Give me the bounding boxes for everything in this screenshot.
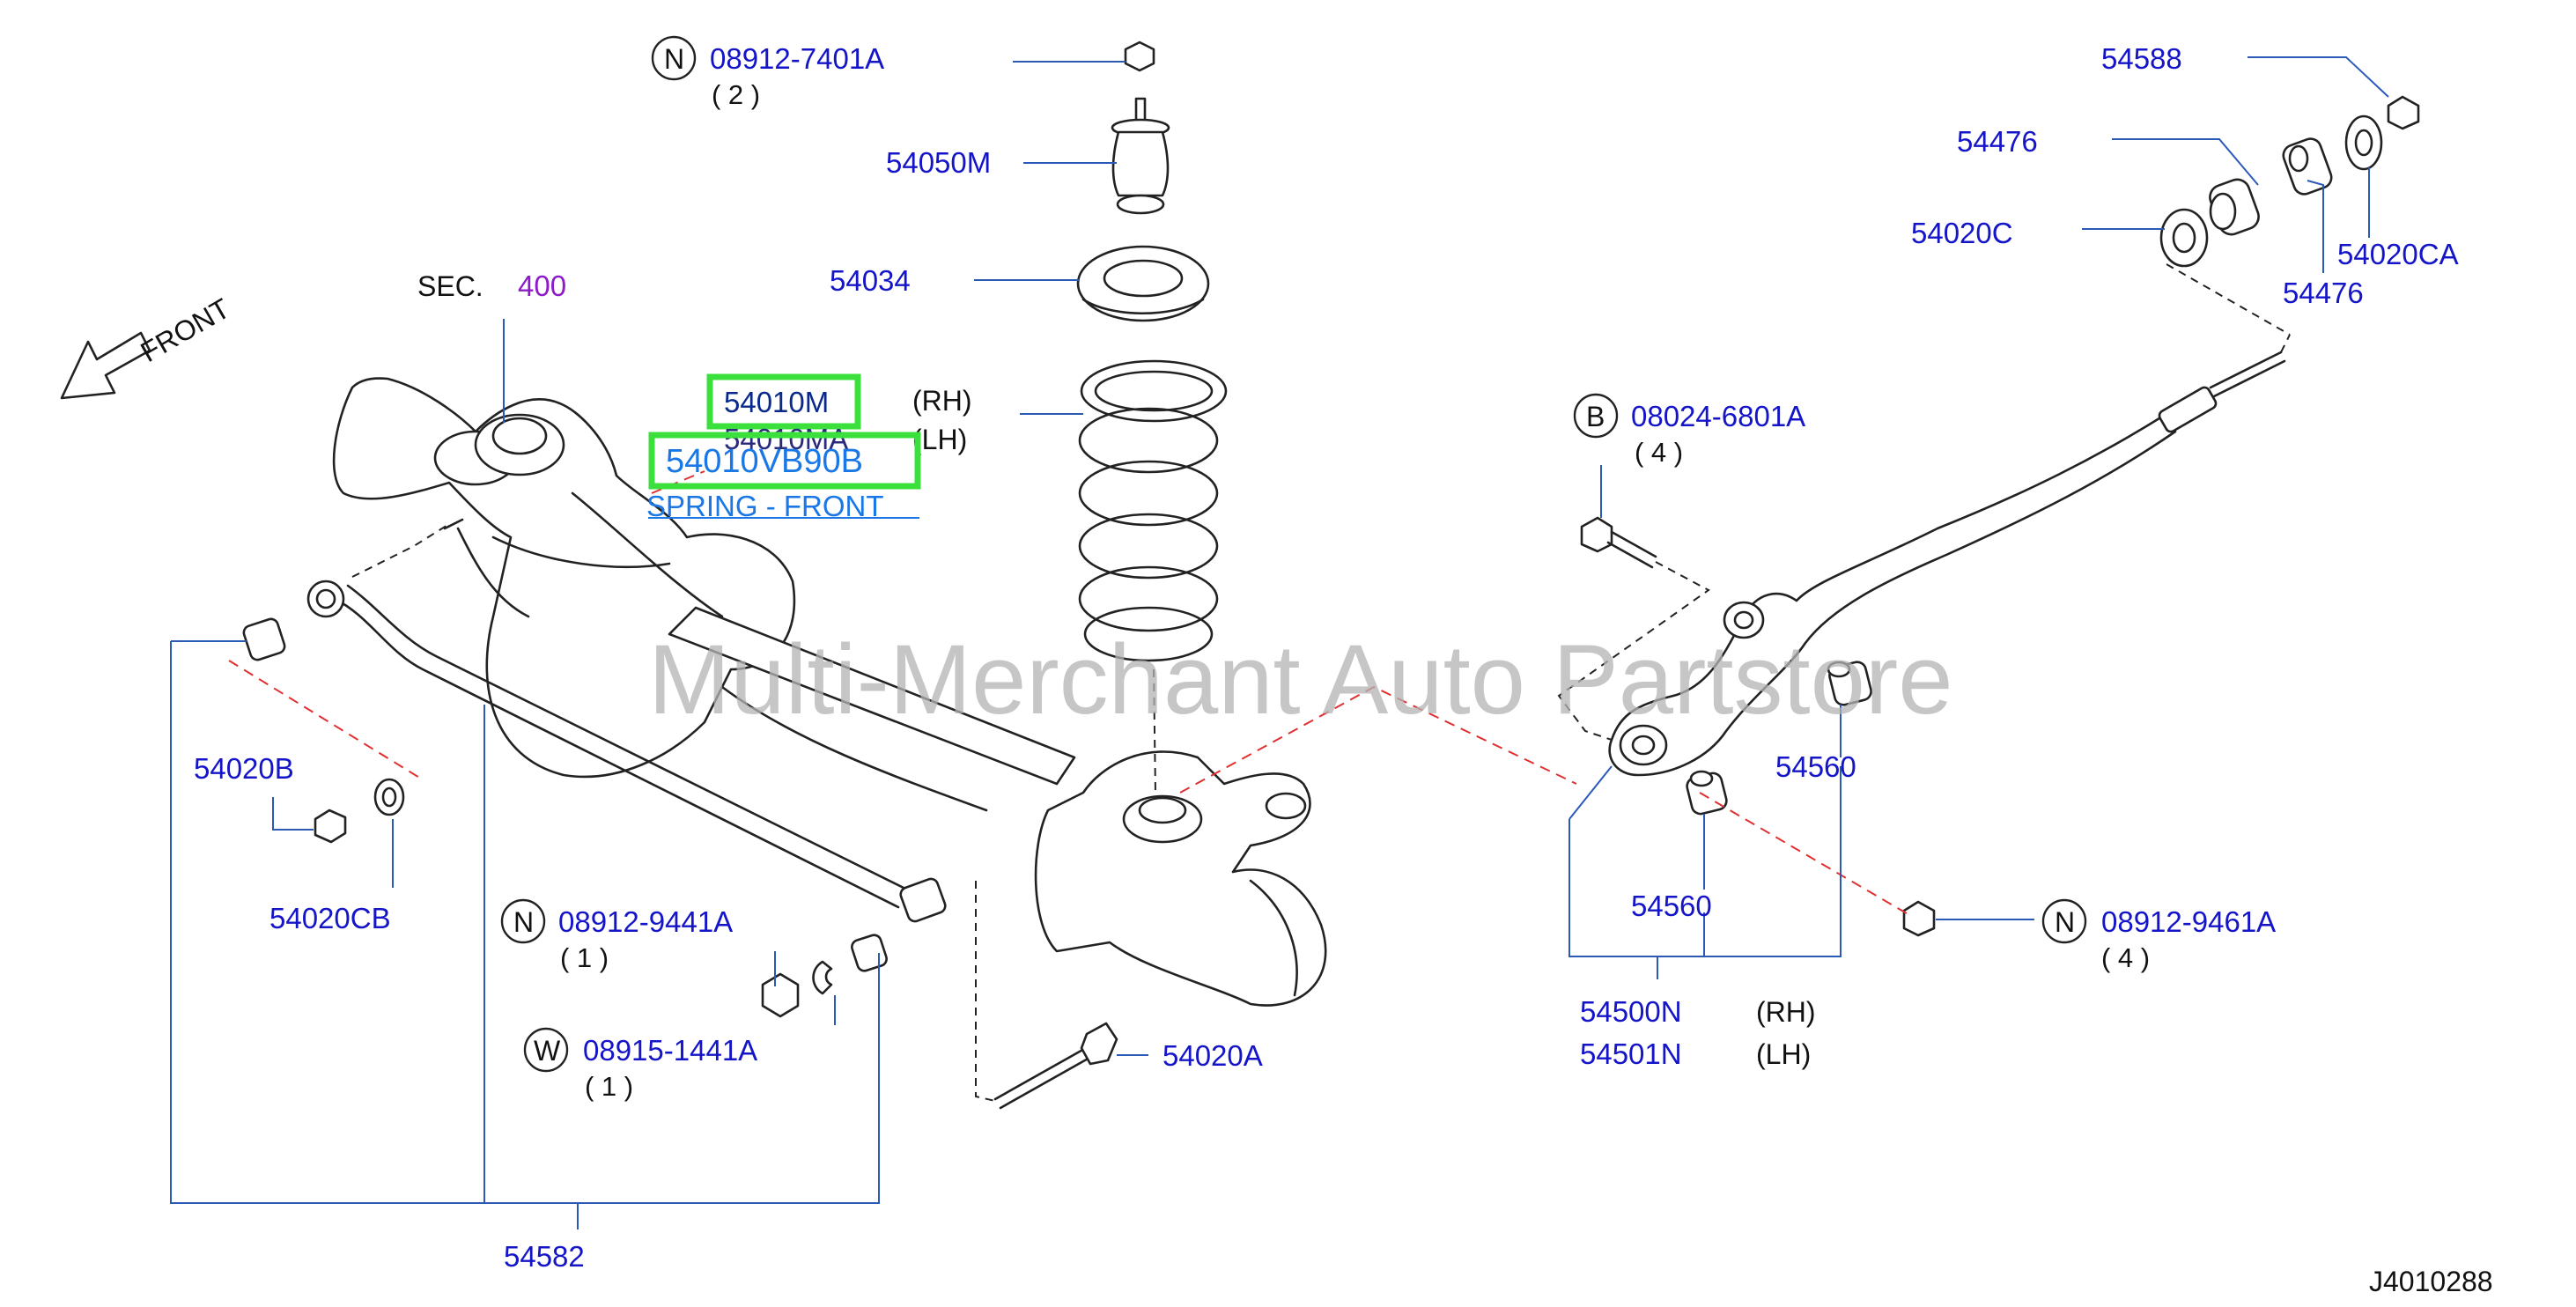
fastener-symbol-3: N: [513, 906, 534, 938]
bolt-54020a-drawing: [975, 881, 1118, 1110]
bolt-08024-drawing: [1557, 516, 1710, 741]
stabilizer-bar-drawing: [333, 584, 947, 923]
highlight-54010m: [706, 373, 861, 430]
red-dash-center: [1179, 685, 1577, 794]
side-lh-spring: (LH): [912, 424, 967, 455]
knuckle-drawing: [332, 377, 796, 779]
part-54010vb90b[interactable]: 54010VB90B: [666, 443, 863, 480]
part-54020ca[interactable]: 54020CA: [2337, 238, 2459, 270]
side-lh-arm: (LH): [1756, 1038, 1811, 1070]
part-54010m[interactable]: 54010M: [724, 386, 829, 418]
stabilizer-bushings-left: [242, 518, 464, 661]
spring-seat-drawing: [1076, 245, 1210, 322]
part-08912-9441a[interactable]: 08912-9441A: [558, 905, 733, 938]
part-54034[interactable]: 54034: [830, 264, 911, 297]
diagram-id: J4010288: [2369, 1266, 2493, 1297]
watermark: Multi-Merchant Auto Partstore: [648, 624, 1952, 735]
part-08915-1441a[interactable]: 08915-1441A: [583, 1034, 757, 1067]
highlight-54010vb90b: [648, 432, 921, 490]
part-08912-9461a[interactable]: 08912-9461A: [2101, 905, 2276, 938]
coil-spring-drawing: [1078, 359, 1228, 794]
front-arrow-icon: [60, 331, 151, 400]
section-prefix: SEC.: [417, 270, 483, 302]
part-54588[interactable]: 54588: [2101, 42, 2182, 75]
part-54582[interactable]: 54582: [504, 1240, 585, 1273]
side-rh-arm: (RH): [1756, 996, 1816, 1028]
symbol-n-icon: [651, 35, 697, 81]
part-54020c[interactable]: 54020C: [1911, 217, 2013, 249]
part-54020a[interactable]: 54020A: [1163, 1039, 1263, 1072]
symbol-n-icon-3: [500, 898, 546, 944]
trailing-arm-drawing: [1608, 334, 2291, 777]
bump-stop-drawing: [1111, 97, 1170, 215]
part-54050m[interactable]: 54050M: [886, 146, 991, 179]
red-dash-left: [228, 660, 422, 779]
part-54010ma[interactable]: 54010MA: [724, 423, 848, 455]
symbol-n-icon-2: [2041, 898, 2087, 944]
fastener-symbol-4: W: [534, 1035, 561, 1067]
fastener-symbol-5: N: [2055, 906, 2075, 938]
part-54476-upper[interactable]: 54476: [1957, 125, 2038, 158]
arm-bushing-upper-drawing: [1827, 661, 1872, 706]
fastener-symbol-2: B: [1586, 401, 1605, 432]
part-54560-lower[interactable]: 54560: [1631, 890, 1712, 922]
upper-bushings-drawing: [2159, 95, 2420, 336]
qty-08912-9441a: ( 1 ): [560, 942, 609, 973]
part-54476-lower[interactable]: 54476: [2283, 277, 2364, 309]
arm-bushing-lower-drawing: [1686, 770, 1728, 816]
red-dash-right: [1699, 792, 1912, 917]
leader-lines: [170, 56, 2389, 1229]
side-rh-spring: (RH): [912, 385, 972, 417]
part-54560-upper[interactable]: 54560: [1775, 750, 1856, 783]
front-label: FRONT: [136, 292, 235, 368]
qty-08915-1441a: ( 1 ): [585, 1071, 633, 1102]
part-54500n[interactable]: 54500N: [1580, 995, 1682, 1028]
section-number[interactable]: 400: [518, 270, 566, 302]
symbol-b-icon: [1573, 393, 1619, 439]
symbol-w-icon: [523, 1027, 569, 1073]
fastener-symbol-1: N: [664, 43, 684, 75]
qty-08912-7401a: ( 2 ): [712, 79, 760, 110]
part-54501n[interactable]: 54501N: [1580, 1037, 1682, 1070]
axle-beam-drawing: [668, 606, 1076, 812]
link-hardware-drawing: [761, 934, 888, 1018]
nut-08912-9461a-drawing: [1902, 900, 1936, 937]
qty-08912-9461a: ( 4 ): [2101, 942, 2150, 973]
nut-54020b-drawing: [314, 778, 405, 844]
part-54020cb[interactable]: 54020CB: [269, 902, 391, 934]
top-nut-drawing: [1124, 41, 1155, 72]
qty-08024-6801a: ( 4 ): [1635, 437, 1683, 468]
hub-drawing: [1034, 750, 1327, 1007]
red-dash-spring: [651, 470, 705, 494]
spring-description[interactable]: SPRING - FRONT: [646, 490, 884, 522]
part-08912-7401a[interactable]: 08912-7401A: [710, 42, 884, 75]
part-08024-6801a[interactable]: 08024-6801A: [1631, 400, 1805, 432]
part-54020b[interactable]: 54020B: [194, 752, 294, 785]
